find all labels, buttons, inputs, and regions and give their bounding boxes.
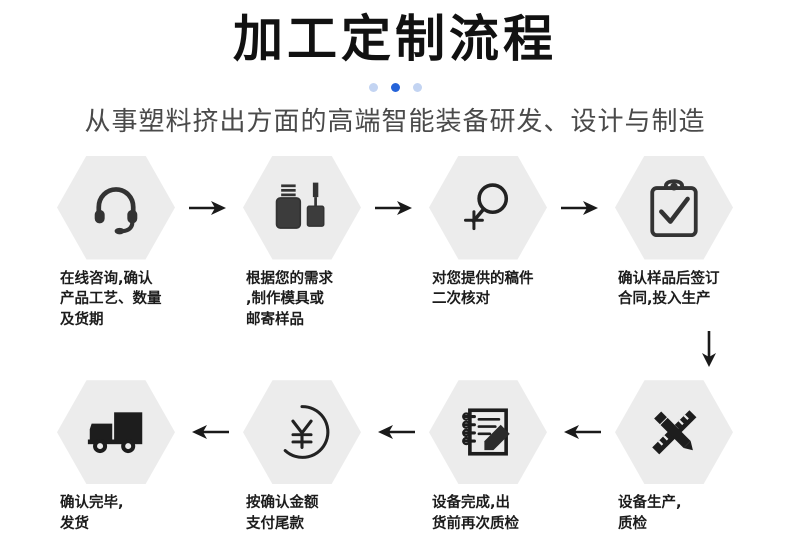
hexagon-badge-4 <box>615 155 733 260</box>
arrow-left-icon-2 <box>372 380 418 484</box>
flow-step-1-caption: 在线咨询,确认 产品工艺、数量 及货期 <box>60 269 172 331</box>
magnifier-plus-icon <box>458 178 518 238</box>
caption-line: 按确认金额 <box>246 495 319 512</box>
flow-step-5-caption: 设备生产, 质检 <box>618 493 730 534</box>
dot-indicator-1[interactable] <box>368 82 378 92</box>
flow-step-8-caption: 确认完毕, 发货 <box>60 493 172 534</box>
flow-row-2: 确认完毕, 发货 <box>0 380 790 534</box>
caption-line: 在线咨询,确认 <box>60 270 153 287</box>
caption-line: 设备完成,出 <box>432 495 511 512</box>
caption-line: 合同,投入生产 <box>618 291 711 308</box>
caption-line: 产品工艺、数量 <box>60 291 162 308</box>
yen-circle-icon <box>273 403 331 461</box>
arrow-right-icon-2 <box>372 156 418 260</box>
carousel-dots <box>0 82 790 92</box>
flow-step-5: 设备生产, 质检 <box>604 380 744 534</box>
hexagon-badge-2 <box>243 155 361 260</box>
hexagon-badge-3 <box>429 155 547 260</box>
arrow-left-icon-3 <box>186 380 232 484</box>
caption-line: 邮寄样品 <box>246 311 304 328</box>
hexagon-badge-8 <box>57 380 175 485</box>
hexagon-badge-1 <box>57 155 175 260</box>
flow-step-3: 对您提供的稿件 二次核对 <box>418 155 558 310</box>
caption-line: 对您提供的稿件 <box>432 270 534 287</box>
caption-line: 发货 <box>60 515 89 532</box>
caption-line: 确认样品后签订 <box>618 270 720 287</box>
page-header: 加工定制流程 从事塑料挤出方面的高端智能装备研发、设计与制造 <box>0 0 790 138</box>
dot-indicator-3[interactable] <box>412 82 422 92</box>
headset-icon <box>87 179 145 237</box>
caption-line: 质检 <box>618 515 647 532</box>
flow-step-4-caption: 确认样品后签订 合同,投入生产 <box>618 269 730 310</box>
arrow-down-icon <box>694 330 724 370</box>
flow-step-6-caption: 设备完成,出 货前再次质检 <box>432 493 544 534</box>
clipboard-check-icon <box>646 178 702 237</box>
ruler-pencil-icon <box>645 403 703 461</box>
caption-line: 支付尾款 <box>246 515 304 532</box>
flow-step-7-caption: 按确认金额 支付尾款 <box>246 493 358 534</box>
flow-row-1: 在线咨询,确认 产品工艺、数量 及货期 <box>0 155 790 331</box>
caption-line: 二次核对 <box>432 291 490 308</box>
caption-line: ,制作模具或 <box>246 291 325 308</box>
flow-step-6: 设备完成,出 货前再次质检 <box>418 380 558 534</box>
process-flow-diagram: 在线咨询,确认 产品工艺、数量 及货期 <box>0 155 790 535</box>
page-title: 加工定制流程 <box>233 10 557 68</box>
caption-line: 及货期 <box>60 311 104 328</box>
arrow-left-icon-1 <box>558 380 604 484</box>
hexagon-badge-5 <box>615 380 733 485</box>
flow-step-4: 确认样品后签订 合同,投入生产 <box>604 155 744 310</box>
delivery-truck-icon <box>86 408 146 456</box>
page-subtitle: 从事塑料挤出方面的高端智能装备研发、设计与制造 <box>84 106 706 137</box>
flow-step-2-caption: 根据您的需求 ,制作模具或 邮寄样品 <box>246 269 358 331</box>
caption-line: 设备生产, <box>618 495 682 512</box>
flow-step-8: 确认完毕, 发货 <box>46 380 186 534</box>
dot-indicator-2-active[interactable] <box>390 82 400 92</box>
caption-line: 确认完毕, <box>60 495 124 512</box>
hexagon-badge-6 <box>429 380 547 485</box>
arrow-right-icon-3 <box>558 156 604 260</box>
hexagon-badge-7 <box>243 380 361 485</box>
caption-line: 根据您的需求 <box>246 270 333 287</box>
flow-step-7: 按确认金额 支付尾款 <box>232 380 372 534</box>
flow-step-3-caption: 对您提供的稿件 二次核对 <box>432 269 544 310</box>
flow-step-1: 在线咨询,确认 产品工艺、数量 及货期 <box>46 155 186 331</box>
caption-line: 货前再次质检 <box>432 515 519 532</box>
row-connector <box>0 330 790 368</box>
flow-step-2: 根据您的需求 ,制作模具或 邮寄样品 <box>232 155 372 331</box>
notepad-pen-icon <box>459 403 517 461</box>
arrow-right-icon-1 <box>186 156 232 260</box>
nail-polish-bottle-icon <box>273 179 331 237</box>
